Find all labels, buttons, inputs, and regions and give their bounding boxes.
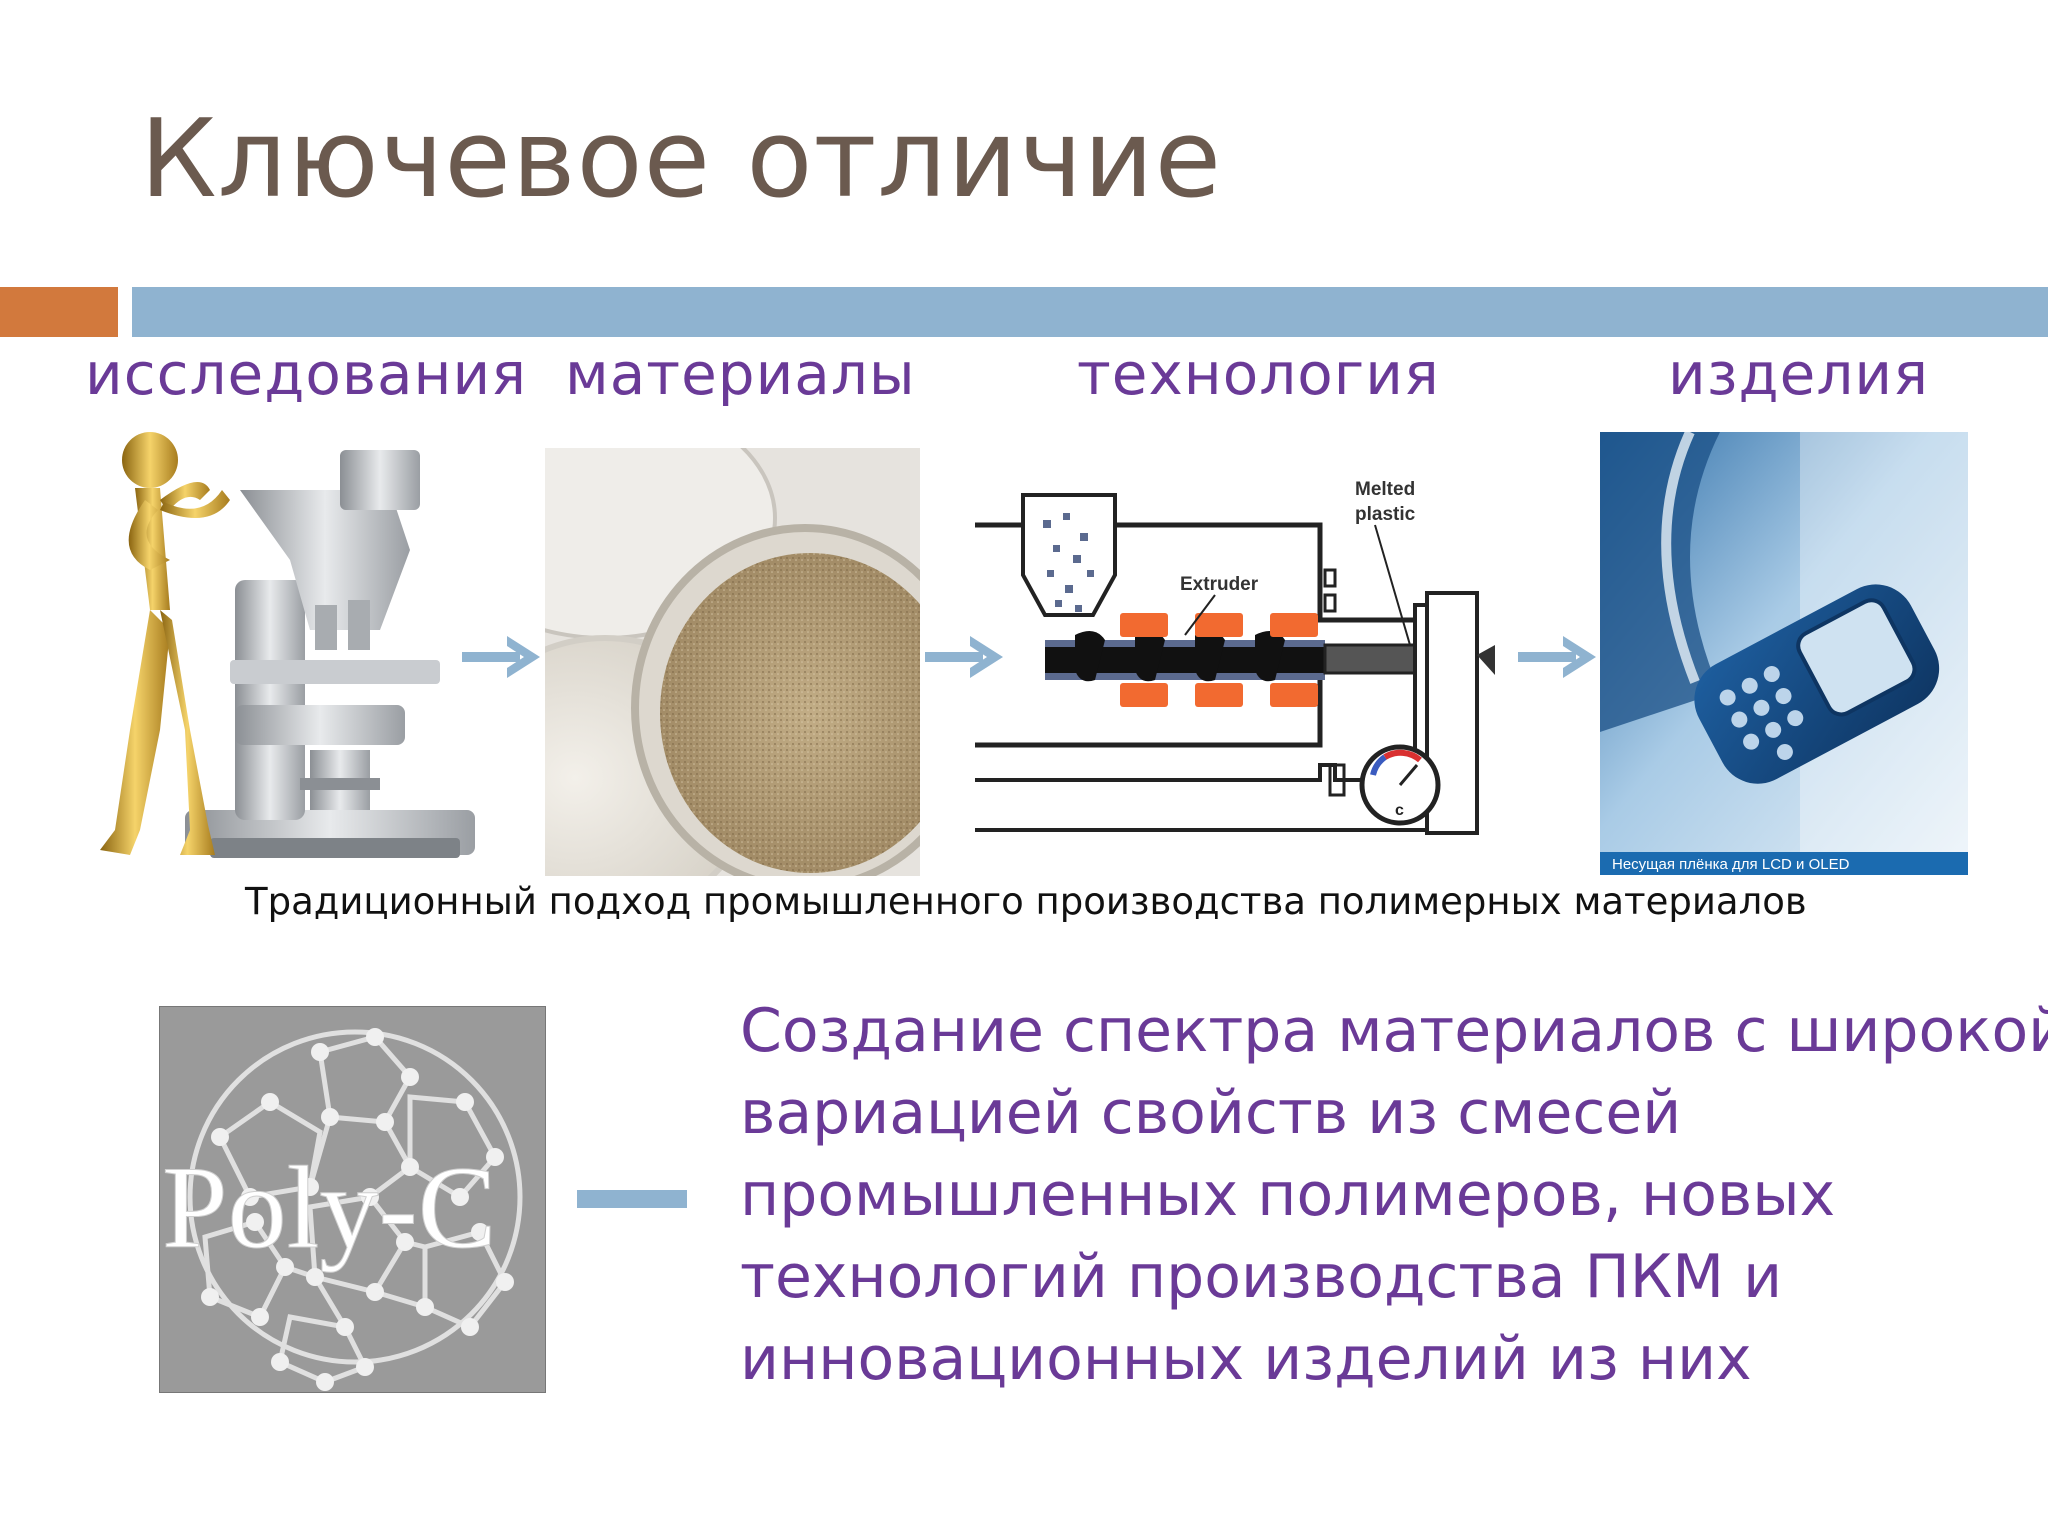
description-text: Создание спектра материалов с широкой ва… [740,990,2048,1400]
gauge-unit: c [1395,802,1404,819]
slide-title: Ключевое отличие [140,97,1223,222]
connector-dash [577,1190,687,1208]
description-line: промышленных полимеров, новых [740,1160,1836,1230]
melted-label-line1: Melted [1355,479,1415,500]
arrow-right-icon [1518,636,1596,678]
melted-label-line2: plastic [1355,504,1416,525]
arrow-right-icon [925,636,1003,678]
extruder-diagram: c Melted plastic Extruder [975,475,1535,860]
powder-dishes-photo [545,448,920,876]
stage-label-technology: технология [1077,340,1440,408]
description-line: технологий производства ПКМ и [740,1242,1783,1312]
stage-label-research: исследования [85,340,528,408]
arrow-right-icon [462,636,540,678]
stage-label-products: изделия [1668,340,1929,408]
description-line: Создание спектра материалов с широкой [740,996,2048,1066]
phone-product-photo: Несущая плёнка для LCD и OLED [1600,432,1968,875]
accent-bar-blue [132,287,2048,337]
description-line: инновационных изделий из них [740,1324,1752,1394]
stage-label-materials: материалы [565,340,916,408]
accent-bar-orange [0,287,118,337]
extruder-label: Extruder [1180,574,1259,595]
traditional-approach-caption: Традиционный подход промышленного произв… [245,880,1807,923]
description-line: вариацией свойств из смесей [740,1078,1682,1148]
logo-text: Poly-C [162,1142,496,1273]
product-photo-caption: Несущая плёнка для LCD и OLED [1612,856,1850,873]
fullerene-logo: Poly-C [159,1006,546,1393]
microscope-figure-illustration [90,430,490,865]
